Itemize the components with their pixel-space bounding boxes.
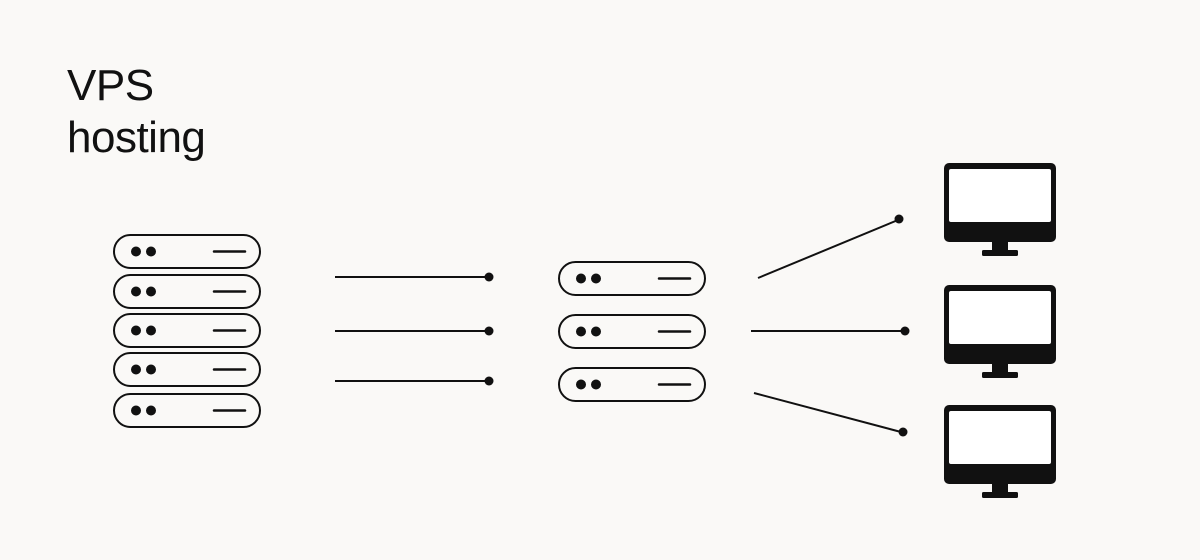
- diagram-title: VPS hosting: [67, 60, 206, 164]
- virtual-to-client-connections: [751, 214, 910, 437]
- virtual-server-3: [558, 367, 706, 402]
- client-monitor-icon-2: [944, 285, 1056, 378]
- physical-to-virtual-connections: [335, 272, 494, 386]
- left-connection-3: [335, 376, 494, 386]
- physical-server-unit-4: [113, 352, 261, 387]
- physical-server-unit-3: [113, 313, 261, 348]
- right-connection-2: [751, 326, 910, 336]
- right-connection-1: [757, 214, 904, 279]
- title-line-2: hosting: [67, 113, 206, 162]
- virtual-server-2: [558, 314, 706, 349]
- client-monitor-icon-3: [944, 405, 1056, 498]
- left-connection-1: [335, 272, 494, 282]
- client-monitor-icon-1: [944, 163, 1056, 256]
- client-computers: [944, 163, 1056, 498]
- physical-server-unit-5: [113, 393, 261, 428]
- virtual-server-1: [558, 261, 706, 296]
- right-connection-3: [753, 392, 908, 437]
- virtual-server-stack: [558, 261, 706, 402]
- physical-server-stack: [113, 234, 261, 428]
- title-line-1: VPS: [67, 61, 154, 110]
- physical-server-unit-1: [113, 234, 261, 269]
- left-connection-2: [335, 326, 494, 336]
- physical-server-unit-2: [113, 274, 261, 309]
